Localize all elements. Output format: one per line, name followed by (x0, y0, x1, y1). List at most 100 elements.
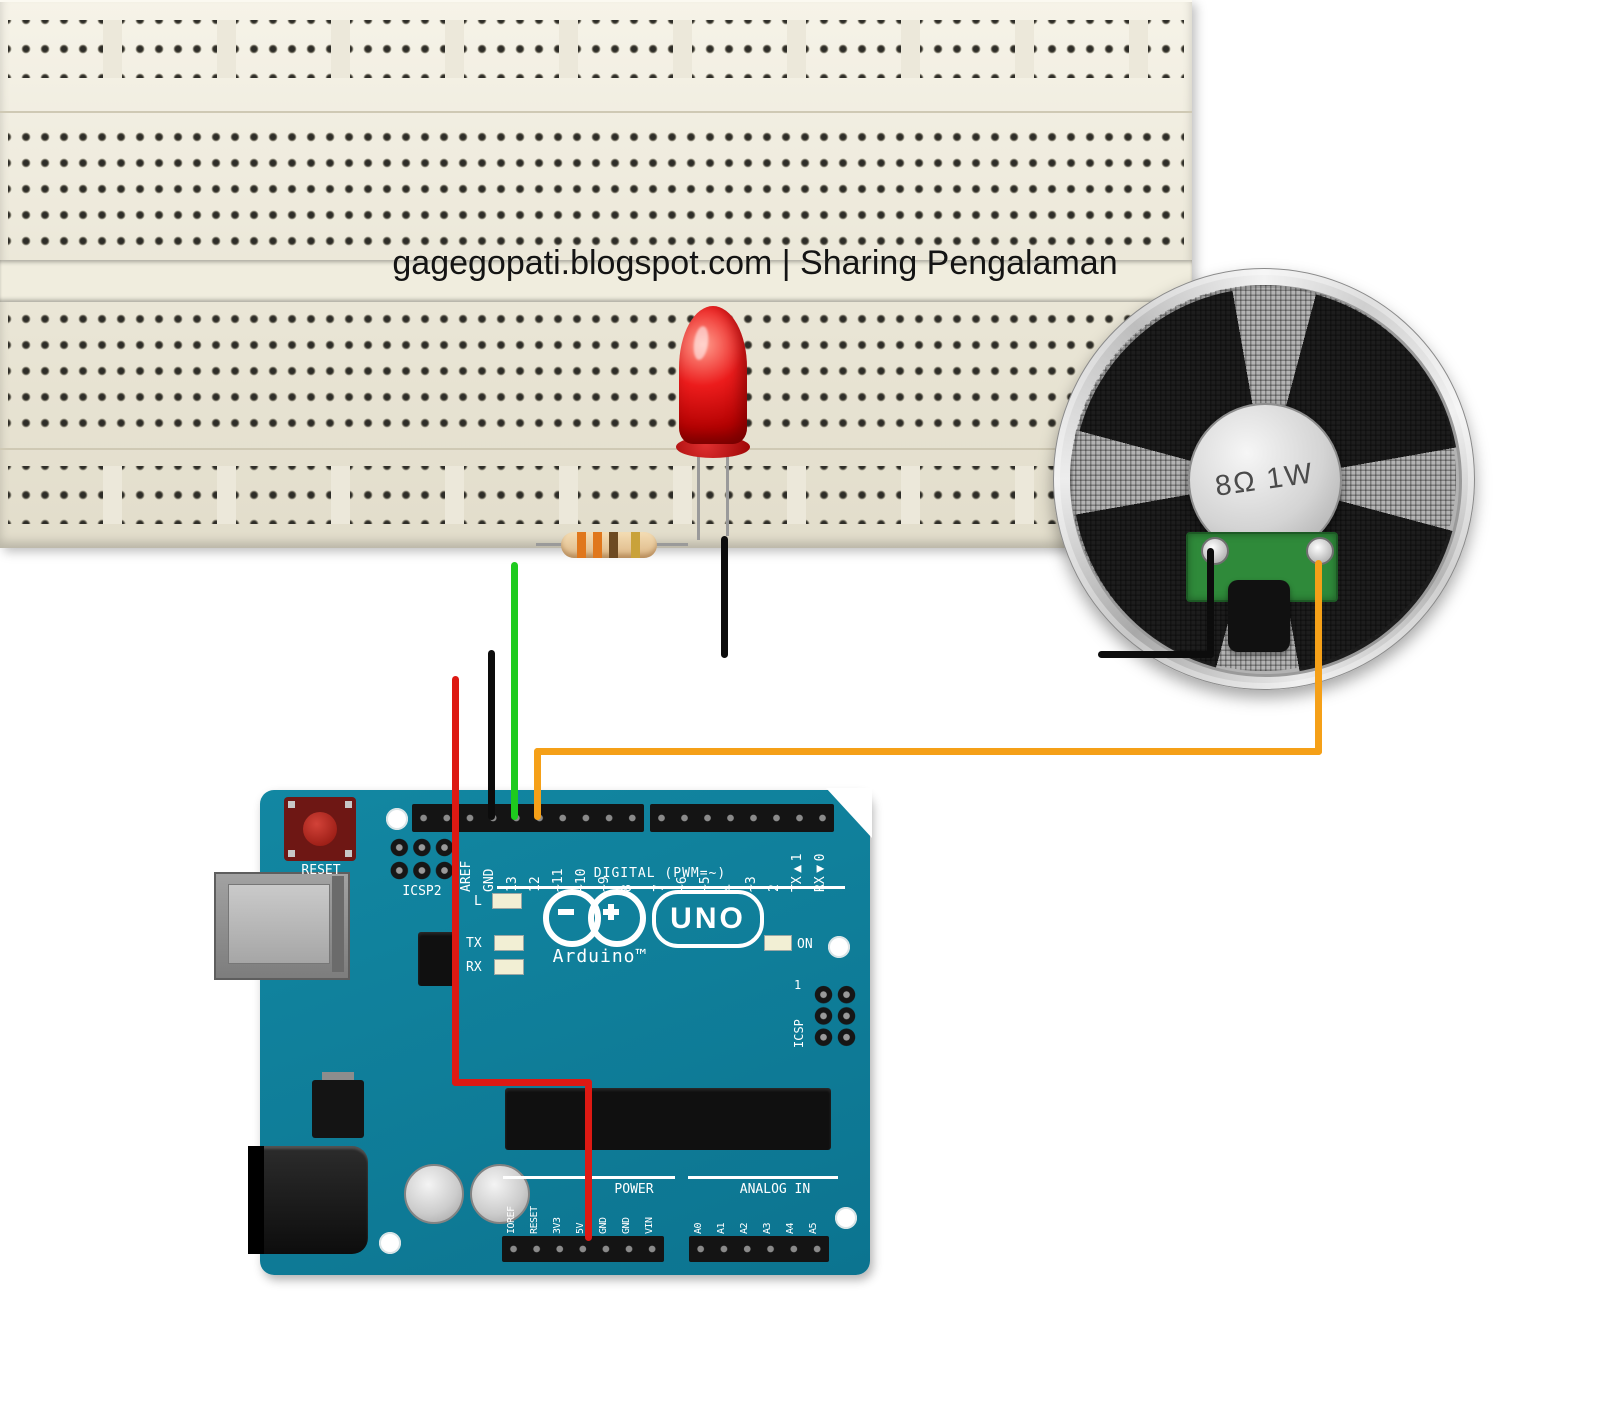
resistor-band-4 (631, 532, 640, 558)
breadboard-top-power-rail (8, 20, 1184, 78)
resistor-band-2 (593, 532, 602, 558)
wire-black-speaker-horizontal (1098, 651, 1214, 658)
icsp2-header (388, 836, 456, 882)
pin-label-10: ~10 (574, 868, 589, 892)
power-section-label: POWER (614, 1182, 654, 1197)
digital-header-right (650, 804, 834, 832)
led-cathode-leg (726, 448, 729, 536)
reset-label: RESET (301, 863, 341, 878)
wire-black-led-jumper (721, 536, 728, 658)
voltage-regulator (312, 1080, 364, 1138)
atmega-chip (505, 1088, 831, 1150)
pin-label-7: 7 (652, 838, 667, 892)
pin-label-tx1: TX▶1 (790, 853, 805, 892)
wire-black-gnd (488, 650, 495, 820)
pin-label-a5: A5 (808, 1222, 819, 1234)
arduino-brand-label: Arduino™ (552, 946, 648, 967)
pin-label-a2: A2 (739, 1222, 750, 1234)
capacitor (470, 1164, 530, 1224)
voltage-regulator-tab (322, 1072, 354, 1081)
speaker-terminal-negative (1201, 537, 1229, 565)
pin-label-9: ~9 (597, 876, 612, 892)
speaker-dome: 8Ω 1W (1188, 403, 1342, 557)
pin-label-gnd1: GND (598, 1217, 609, 1234)
pin-label-reset: RESET (529, 1206, 540, 1234)
led-rx-label: RX (466, 960, 482, 975)
wire-red-vertical (452, 676, 459, 1086)
mounting-hole (835, 1207, 857, 1229)
pin-label-gnd2: GND (621, 1217, 632, 1234)
pin-label-a1: A1 (716, 1222, 727, 1234)
pin-label-3: ~3 (744, 876, 759, 892)
resistor-band-1 (577, 532, 586, 558)
breadboard-upper-grid (8, 124, 1184, 254)
pin-label-rx0: RX◀0 (813, 853, 828, 892)
breadboard-divider (0, 448, 1192, 450)
pin-label-6: ~6 (675, 876, 690, 892)
power-header (502, 1236, 664, 1262)
wire-orange-horizontal (534, 748, 1322, 755)
wire-green-pin13 (511, 562, 518, 820)
red-led (679, 306, 747, 444)
pin-label-a4: A4 (785, 1222, 796, 1234)
uno-label: UNO (670, 902, 746, 935)
icsp-label: ICSP (792, 1019, 806, 1048)
usb-connector-cap (332, 876, 344, 972)
digital-header-left (412, 804, 644, 832)
analog-section-label: ANALOG IN (739, 1182, 811, 1197)
speaker-magnet-component (1228, 580, 1290, 652)
breadboard-lower-grid (8, 306, 1184, 436)
capacitor (404, 1164, 464, 1224)
mounting-hole (828, 936, 850, 958)
breadboard-bottom-power-rail (8, 466, 1184, 524)
power-jack-opening (248, 1146, 264, 1254)
pin-label-8: 8 (620, 838, 635, 892)
led-on-indicator (764, 935, 792, 951)
pin-label-vin: VIN (644, 1217, 655, 1234)
pin-label-12: 12 (528, 876, 543, 892)
arduino-logo-minus (558, 909, 574, 915)
usb-connector-top (228, 884, 330, 964)
wire-red-to-5v (585, 1079, 592, 1241)
pin-label-3v3: 3V3 (552, 1217, 563, 1234)
led-l-label: L (474, 894, 482, 909)
watermark-text: gagegopati.blogspot.com | Sharing Pengal… (392, 244, 1118, 282)
led-anode-leg (697, 448, 700, 540)
led-tx-indicator (494, 935, 524, 951)
digital-separator-line (497, 886, 845, 889)
speaker-rating-label: 8Ω 1W (1213, 456, 1317, 503)
usb-interface-chip (418, 932, 458, 986)
pin-label-gnd-top: GND (482, 868, 497, 892)
wire-orange-to-speaker (1315, 560, 1322, 755)
arduino-logo-plus-circle (588, 889, 646, 947)
analog-header (689, 1236, 829, 1262)
resistor-lead-left (536, 543, 564, 546)
breadboard-divider (0, 111, 1192, 113)
breadboard-center-channel (0, 260, 1192, 302)
pin-label-5: ~5 (698, 876, 713, 892)
pin-label-a0: A0 (693, 1222, 704, 1234)
resistor-band-3 (609, 532, 618, 558)
led-on-label: ON (797, 937, 813, 952)
led-rx-indicator (494, 959, 524, 975)
pin-label-13: 13 (505, 876, 520, 892)
icsp-pin1-label: 1 (794, 978, 802, 992)
pin-label-a3: A3 (762, 1222, 773, 1234)
wire-black-speaker-vertical (1207, 548, 1214, 658)
icsp2-label: ICSP2 (402, 884, 442, 899)
reset-button (303, 812, 337, 846)
breadboard (0, 0, 1192, 548)
analog-separator-line (688, 1176, 838, 1179)
pin-label-11: ~11 (551, 868, 566, 892)
icsp-header (812, 984, 858, 1048)
led-l-indicator (492, 893, 522, 909)
pin-label-2: 2 (767, 838, 782, 892)
pin-label-4: 4 (721, 838, 736, 892)
pin-label-aref: AREF (459, 860, 474, 892)
wire-orange-pin12-vertical (534, 748, 541, 820)
led-tx-label: TX (466, 936, 482, 951)
resistor-lead-right (655, 543, 688, 546)
pin-label-ioref: IOREF (506, 1206, 517, 1234)
wire-red-horizontal (452, 1079, 592, 1086)
mounting-hole (379, 1232, 401, 1254)
